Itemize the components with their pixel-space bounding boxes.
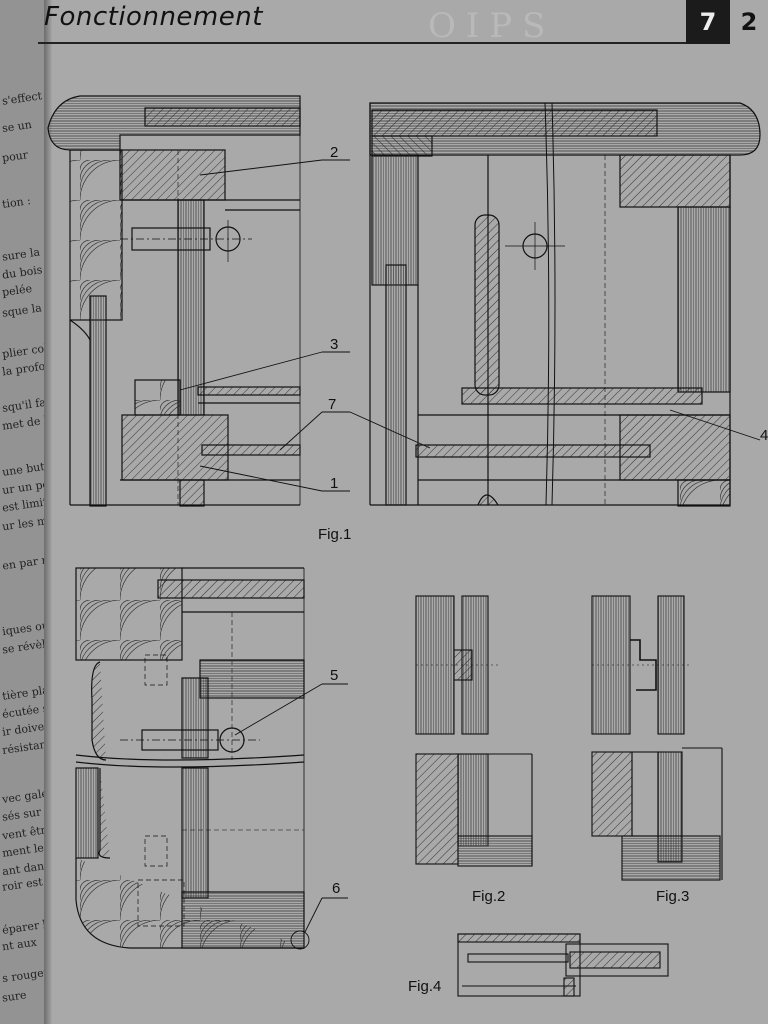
fig4-caption: Fig.4	[408, 978, 442, 995]
fig1-caption: Fig.1	[318, 526, 352, 543]
lower-callout-lines	[234, 683, 348, 933]
fig3-drawing	[591, 595, 723, 881]
callout-6: 6	[332, 880, 340, 897]
callout-5: 5	[330, 667, 338, 684]
page-title: Fonctionnement	[44, 2, 263, 32]
fig2-drawing	[415, 595, 533, 867]
callout-2: 2	[330, 144, 338, 161]
callout-1: 1	[330, 475, 338, 492]
fig4-drawing	[457, 933, 669, 997]
lower-left-drawing	[75, 567, 310, 950]
fig1-left-drawing	[47, 95, 301, 507]
header-rule	[38, 42, 688, 44]
callout-3: 3	[330, 336, 338, 353]
fig2-caption: Fig.2	[472, 888, 506, 905]
fig1-right-drawing	[369, 102, 761, 507]
fig1-callout-lines	[179, 159, 761, 492]
callout-4: 4	[760, 427, 768, 444]
fig3-caption: Fig.3	[656, 888, 690, 905]
callout-7: 7	[328, 396, 336, 413]
book-gutter	[44, 0, 52, 1024]
page-header: Fonctionnement OIPS	[38, 0, 768, 46]
show-through-text: OIPS	[428, 6, 556, 46]
chapter-next-number: 2	[740, 8, 758, 36]
chapter-number-box: 7	[686, 0, 730, 44]
